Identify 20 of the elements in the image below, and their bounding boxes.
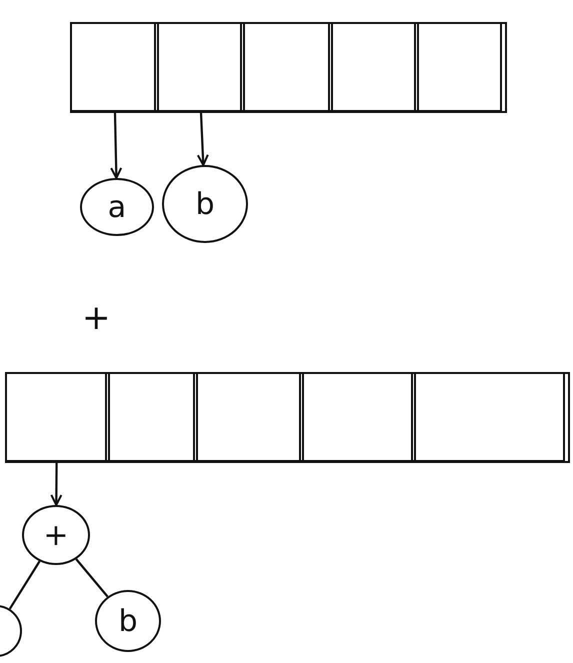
array-cell — [328, 22, 418, 112]
array-cell — [414, 22, 506, 112]
arrow — [50, 462, 62, 506]
array-cell — [70, 22, 158, 112]
connector-line — [8, 560, 41, 610]
array-cell — [240, 22, 332, 112]
arrow — [196, 112, 209, 166]
array-cell — [192, 372, 304, 462]
array-cell — [104, 372, 198, 462]
array-cell — [410, 372, 570, 462]
connector-line — [75, 558, 108, 598]
array-cell — [298, 372, 416, 462]
circle-node: + — [22, 505, 90, 565]
circle-node: b — [162, 165, 248, 243]
plus-sign: + — [82, 298, 110, 338]
array-cell — [154, 22, 244, 112]
arrow — [110, 112, 122, 179]
circle-node: a — [80, 178, 154, 236]
circle-node: b — [95, 590, 161, 652]
array-cell — [4, 372, 110, 462]
